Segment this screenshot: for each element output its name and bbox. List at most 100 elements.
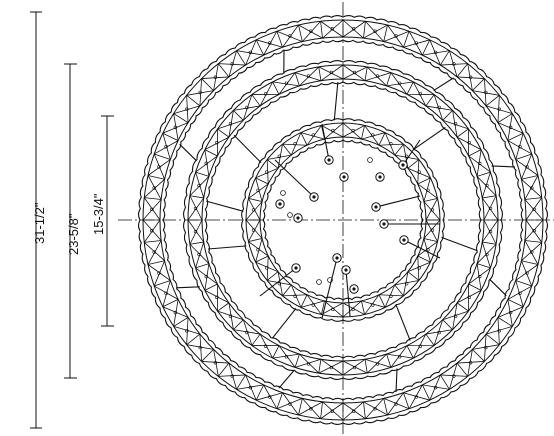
outer-ring-bead [525, 271, 529, 275]
outer-ring-crossed-box [173, 95, 201, 123]
outer-ring-crossed-box [497, 299, 524, 327]
outer-ring-crossed-box [162, 113, 189, 141]
middle-ring-bead [488, 206, 493, 211]
outer-ring-bead [173, 310, 178, 315]
connecting-arm [179, 143, 197, 162]
outer-ring-bead [164, 291, 168, 295]
middle-ring-bead [197, 183, 201, 188]
ring-middle [183, 60, 503, 380]
inner-ring-bead [389, 142, 393, 146]
inner-ring-crossed-box [417, 238, 438, 263]
outer-ring-bead [530, 186, 534, 190]
outer-ring-bead [532, 229, 536, 233]
outer-ring-bead [414, 395, 418, 399]
middle-ring-crossed-box [187, 195, 205, 221]
outer-ring-bead [394, 34, 398, 38]
middle-ring-crossed-box [342, 64, 368, 82]
connecting-arm [491, 165, 516, 168]
outer-ring-bead [394, 402, 398, 406]
outer-ring-crossed-box [507, 132, 532, 160]
outer-ring-crossed-box [320, 19, 344, 39]
crystal-drop [327, 277, 333, 283]
middle-ring-crossed-box [468, 149, 491, 177]
connecting-arm [233, 134, 262, 164]
outer-ring-bead [525, 165, 529, 169]
middle-ring-bead [352, 365, 357, 370]
outer-ring-bead [309, 407, 313, 411]
connecting-arm [413, 126, 446, 150]
outer-ring-crossed-box [497, 113, 524, 141]
middle-ring-bead [478, 161, 482, 166]
outer-ring-inner-scallop [162, 39, 524, 401]
middle-ring-crossed-box [442, 302, 469, 330]
middle-ring-bead [397, 81, 402, 85]
middle-ring-bead [467, 140, 471, 145]
dimension-inner-label: 15-3/4" [91, 193, 106, 235]
crystal-drop [316, 279, 322, 285]
inner-ring-bead [371, 303, 375, 307]
outer-ring-bead [230, 374, 234, 378]
candle-cup-center [401, 163, 405, 167]
middle-ring-bead [467, 295, 471, 300]
middle-ring-crossed-box [364, 353, 392, 374]
connecting-arm [208, 245, 247, 250]
middle-ring-crossed-box [468, 263, 491, 291]
inner-ring-bead [426, 188, 430, 192]
middle-ring-crossed-box [425, 319, 453, 346]
outer-ring-bead [373, 407, 377, 411]
middle-ring-crossed-box [217, 302, 244, 330]
outer-ring-bead [164, 145, 168, 149]
outer-ring-crossed-box [521, 240, 543, 265]
middle-ring-bead [375, 74, 380, 78]
outer-ring-bead [152, 250, 156, 254]
inner-ring-crossed-box [245, 219, 263, 242]
inner-ring-bead [265, 170, 269, 174]
inner-ring-crossed-box [378, 284, 404, 308]
middle-ring-bead [197, 252, 201, 257]
middle-ring-crossed-box [272, 72, 300, 95]
outer-ring-crossed-box [403, 384, 431, 409]
outer-ring-bead [248, 385, 253, 390]
outer-ring-crossed-box [383, 24, 410, 48]
outer-ring-bead [518, 145, 522, 149]
middle-ring-bead [329, 365, 334, 370]
outer-ring-crossed-box [472, 78, 500, 106]
outer-ring-bead [185, 329, 189, 333]
middle-ring-crossed-box [195, 263, 218, 291]
middle-ring-crossed-box [217, 110, 244, 138]
inner-ring-bead [430, 208, 435, 212]
outer-ring-crossed-box [472, 333, 500, 362]
outer-ring-bead [352, 409, 356, 413]
middle-ring-bead [228, 122, 233, 126]
candle-arm [375, 195, 421, 208]
outer-ring-crossed-box [298, 20, 323, 42]
crystal-drop [287, 212, 293, 218]
connecting-arm [433, 77, 454, 92]
outer-ring-bead [268, 395, 272, 399]
inner-ring-bead [331, 128, 335, 133]
inner-ring-bead [251, 228, 256, 232]
outer-ring-bead [185, 107, 189, 111]
inner-ring-crossed-box [321, 300, 344, 318]
outer-ring-bead [173, 125, 178, 130]
outer-ring-bead [484, 345, 488, 350]
outer-ring-bead [373, 29, 377, 33]
inner-ring-bead [404, 281, 409, 286]
outer-ring-bead [352, 27, 356, 31]
outer-ring-crossed-box [143, 175, 165, 200]
middle-ring-bead [204, 274, 208, 279]
inner-ring-crossed-box [248, 177, 269, 202]
outer-ring-bead [288, 402, 292, 406]
inner-ring-bead [265, 266, 269, 270]
middle-ring-crossed-box [425, 94, 453, 121]
outer-ring-bead [414, 41, 418, 45]
outer-ring-bead [452, 374, 456, 378]
middle-ring-bead [485, 183, 489, 188]
outer-ring-bead [268, 41, 272, 45]
middle-ring-crossed-box [233, 94, 261, 121]
outer-ring-crossed-box [276, 24, 303, 48]
outer-ring-crossed-box [173, 317, 201, 346]
outer-ring-crossed-box [403, 31, 430, 56]
inner-ring-crossed-box [282, 132, 308, 156]
middle-ring-crossed-box [476, 171, 497, 199]
